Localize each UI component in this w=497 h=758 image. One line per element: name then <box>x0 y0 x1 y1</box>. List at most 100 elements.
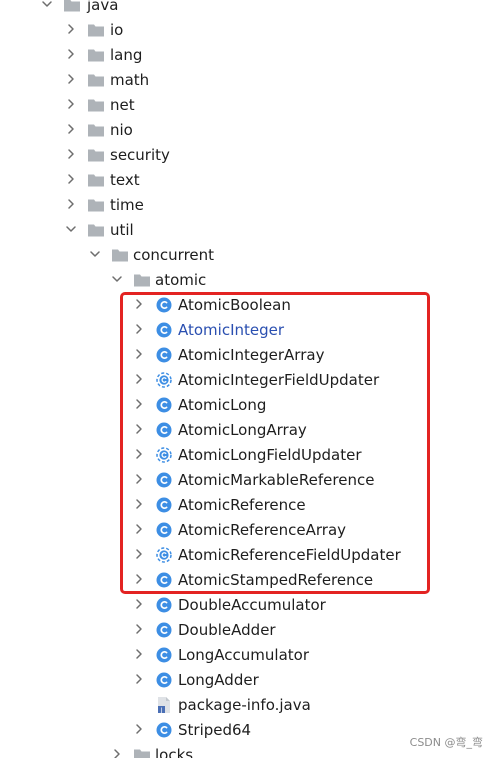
chevron-down-icon[interactable] <box>64 222 78 236</box>
chevron-right-icon[interactable] <box>132 522 146 536</box>
chevron-right-icon[interactable] <box>64 197 78 211</box>
chevron-right-icon[interactable] <box>64 97 78 111</box>
tree-node-io[interactable]: io <box>0 19 497 44</box>
tree-node-label: AtomicIntegerFieldUpdater <box>178 371 380 389</box>
class-icon <box>155 671 173 689</box>
chevron-right-icon[interactable] <box>132 672 146 686</box>
tree-node-label: AtomicInteger <box>178 321 285 339</box>
chevron-right-icon[interactable] <box>132 322 146 336</box>
class-icon <box>155 521 173 539</box>
tree-node-atomicreferencefieldupdater[interactable]: AtomicReferenceFieldUpdater <box>0 544 497 569</box>
folder-icon <box>133 746 151 758</box>
class-icon <box>155 571 173 589</box>
tree-node-label: io <box>110 21 124 39</box>
chevron-right-icon[interactable] <box>132 572 146 586</box>
chevron-right-icon[interactable] <box>132 647 146 661</box>
folder-icon <box>87 21 105 39</box>
tree-node-time[interactable]: time <box>0 194 497 219</box>
tree-node-text[interactable]: text <box>0 169 497 194</box>
tree-node-label: text <box>110 171 140 189</box>
tree-node-label: DoubleAdder <box>178 621 276 639</box>
chevron-right-icon[interactable] <box>64 22 78 36</box>
class-icon <box>155 396 173 414</box>
watermark: CSDN @弯_弯 <box>409 736 483 749</box>
tree-node-atomicboolean[interactable]: AtomicBoolean <box>0 294 497 319</box>
tree-node-label: math <box>110 71 150 89</box>
tree-node-label: AtomicReferenceFieldUpdater <box>178 546 401 564</box>
tree-node-label: security <box>110 146 170 164</box>
chevron-right-icon[interactable] <box>132 347 146 361</box>
tree-node-locks[interactable]: locks <box>0 744 497 758</box>
tree-node-math[interactable]: math <box>0 69 497 94</box>
folder-icon <box>111 246 129 264</box>
tree-node-atomicinteger[interactable]: AtomicInteger <box>0 319 497 344</box>
tree-node-label: concurrent <box>133 246 215 264</box>
chevron-right-icon[interactable] <box>132 447 146 461</box>
class-icon <box>155 496 173 514</box>
tree-node-label: Striped64 <box>178 721 252 739</box>
tree-node-label: AtomicMarkableReference <box>178 471 375 489</box>
tree-node-label: package-info.java <box>178 696 311 714</box>
chevron-down-icon[interactable] <box>88 247 102 261</box>
class-icon <box>155 296 173 314</box>
tree-node-label: atomic <box>155 271 207 289</box>
tree-node-label: AtomicLong <box>178 396 267 414</box>
tree-node-atomicreference[interactable]: AtomicReference <box>0 494 497 519</box>
tree-node-longaccumulator[interactable]: LongAccumulator <box>0 644 497 669</box>
chevron-right-icon[interactable] <box>132 397 146 411</box>
red-highlight-box <box>120 292 430 594</box>
tree-node-doubleaccumulator[interactable]: DoubleAccumulator <box>0 594 497 619</box>
chevron-down-icon[interactable] <box>110 272 124 286</box>
tree-node-atomiclongarray[interactable]: AtomicLongArray <box>0 419 497 444</box>
chevron-right-icon[interactable] <box>132 722 146 736</box>
tree-node-lang[interactable]: lang <box>0 44 497 69</box>
chevron-right-icon[interactable] <box>64 72 78 86</box>
chevron-right-icon[interactable] <box>132 497 146 511</box>
chevron-right-icon[interactable] <box>132 622 146 636</box>
folder-icon <box>63 0 81 14</box>
folder-icon <box>87 171 105 189</box>
tree-node-java[interactable]: java <box>0 0 497 19</box>
chevron-right-icon[interactable] <box>110 747 124 758</box>
class-icon <box>155 646 173 664</box>
chevron-right-icon[interactable] <box>64 172 78 186</box>
tree-node-label: DoubleAccumulator <box>178 596 326 614</box>
chevron-right-icon[interactable] <box>132 297 146 311</box>
tree-node-nio[interactable]: nio <box>0 119 497 144</box>
tree-node-label: AtomicBoolean <box>178 296 291 314</box>
chevron-right-icon[interactable] <box>64 47 78 61</box>
chevron-right-icon[interactable] <box>132 422 146 436</box>
tree-node-atomic[interactable]: atomic <box>0 269 497 294</box>
tree-node-security[interactable]: security <box>0 144 497 169</box>
tree-node-label: java <box>87 0 119 14</box>
chevron-right-icon[interactable] <box>64 147 78 161</box>
chevron-right-icon[interactable] <box>132 597 146 611</box>
tree-node-label: lang <box>110 46 143 64</box>
chevron-right-icon[interactable] <box>132 547 146 561</box>
tree-node-label: AtomicStampedReference <box>178 571 374 589</box>
tree-node-atomicmarkablereference[interactable]: AtomicMarkableReference <box>0 469 497 494</box>
tree-node-atomiclong[interactable]: AtomicLong <box>0 394 497 419</box>
tree-node-net[interactable]: net <box>0 94 497 119</box>
tree-node-atomicreferencearray[interactable]: AtomicReferenceArray <box>0 519 497 544</box>
class-icon <box>155 421 173 439</box>
tree-node-label: AtomicLongFieldUpdater <box>178 446 362 464</box>
chevron-right-icon[interactable] <box>132 472 146 486</box>
tree-node-concurrent[interactable]: concurrent <box>0 244 497 269</box>
tree-node-atomicintegerfieldupdater[interactable]: AtomicIntegerFieldUpdater <box>0 369 497 394</box>
tree-node-atomicstampedreference[interactable]: AtomicStampedReference <box>0 569 497 594</box>
tree-node-util[interactable]: util <box>0 219 497 244</box>
tree-node-label: AtomicReference <box>178 496 306 514</box>
tree-node-doubleadder[interactable]: DoubleAdder <box>0 619 497 644</box>
tree-node-striped64[interactable]: Striped64 <box>0 719 497 744</box>
chevron-down-icon[interactable] <box>40 0 54 11</box>
tree-node-atomiclongfieldupdater[interactable]: AtomicLongFieldUpdater <box>0 444 497 469</box>
chevron-right-icon[interactable] <box>64 122 78 136</box>
tree-node-atomicintegerarray[interactable]: AtomicIntegerArray <box>0 344 497 369</box>
tree-node-longadder[interactable]: LongAdder <box>0 669 497 694</box>
class-icon <box>155 621 173 639</box>
java-file-icon: J <box>155 696 173 714</box>
chevron-right-icon[interactable] <box>132 372 146 386</box>
